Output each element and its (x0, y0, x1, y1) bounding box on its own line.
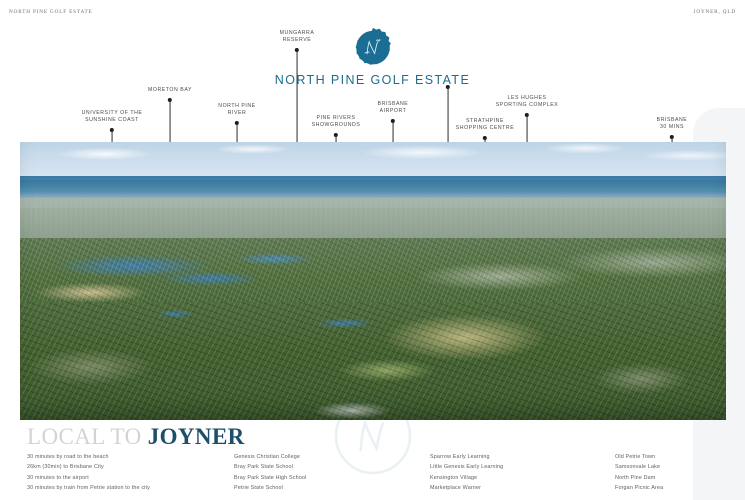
callout-stem-moreton-bay (169, 100, 171, 142)
callout-stem-mungarra-reserve (296, 50, 298, 142)
callout-stem-les-hughes-sporting-complex (526, 115, 528, 142)
list-item: Sparrow Early Learning (430, 454, 490, 460)
list-item: 30 minutes to the airport (27, 474, 89, 481)
callout-stem-university-of-the-sunshine-coast (111, 130, 113, 142)
callout-label-moreton-bay: MORETON BAY (148, 86, 192, 93)
photo-foreground-texture (20, 302, 726, 420)
list-item: Kensington Village (430, 474, 478, 481)
list-item: 30 minutes by train from Petrie station … (27, 485, 151, 492)
running-head-left: NORTH PINE GOLF ESTATE (9, 9, 93, 15)
callout-stem-strathpine-shopping-centre (484, 138, 486, 142)
list-item: Old Petrie Town (615, 454, 656, 460)
callout-label-line2-brisbane-30-mins: 30 MINS (659, 123, 685, 130)
brand-block: NORTH PINE GOLF ESTATE (0, 27, 745, 87)
list-item: Marketplace Warner (430, 485, 482, 492)
list-item: Little Genesis Early Learning (430, 464, 504, 471)
footer-title: LOCAL TO JOYNER (27, 424, 245, 450)
photo-clouds (20, 142, 726, 182)
list-item: Forgan Picnic Area (615, 485, 664, 492)
callout-label-line2-university-of-the-sunshine-coast: SUNSHINE COAST (85, 116, 139, 123)
callout-label-line2-brisbane-airport: AIRPORT (379, 107, 407, 114)
callout-label-line2-mungarra-reserve: RESERVE (282, 36, 312, 43)
photo-vignette (20, 142, 726, 420)
callout-stem-pine-rivers-showgrounds (335, 135, 337, 142)
callout-label-line2-north-pine-river: RIVER (227, 109, 247, 116)
list-item: 26km (30min) to Brisbane City (27, 464, 104, 471)
footer-column-travel-times: 30 minutes by road to the beach 26km (30m… (27, 452, 234, 494)
footer-columns: 30 minutes by road to the beach 26km (30m… (27, 452, 727, 494)
footer-title-hard: JOYNER (147, 424, 245, 449)
list-item: Bray Park State High School (234, 474, 307, 481)
callout-stem-north-pine-golf-estate-marker (447, 87, 449, 142)
list-item: Samsonvale Lake (615, 464, 661, 471)
photo-midground-texture (20, 238, 726, 308)
footer-title-soft: LOCAL TO (27, 424, 148, 449)
list-item: Petrie State School (234, 485, 283, 492)
callout-stem-brisbane-airport (392, 121, 394, 142)
running-head-right: JOYNER, QLD (693, 9, 736, 15)
callout-stem-north-pine-river (236, 123, 238, 142)
list-item: 30 minutes by road to the beach (27, 454, 109, 460)
brand-name: NORTH PINE GOLF ESTATE (274, 73, 471, 87)
callout-label-line2-pine-rivers-showgrounds: SHOWGROUNDS (311, 121, 361, 128)
callout-label-line2-les-hughes-sporting-complex: SPORTING COMPLEX (495, 101, 559, 108)
photo-far-suburbs (20, 198, 726, 244)
list-item: Bray Park State School (234, 464, 294, 471)
callout-stem-brisbane-30-mins (671, 137, 673, 142)
brand-badge-icon (352, 27, 394, 69)
list-item: Genesis Christian College (234, 454, 301, 460)
aerial-photo (20, 142, 726, 420)
callout-label-line2-strathpine-shopping-centre: SHOPPING CENTRE (455, 124, 515, 131)
list-item: North Pine Dam (615, 474, 656, 481)
